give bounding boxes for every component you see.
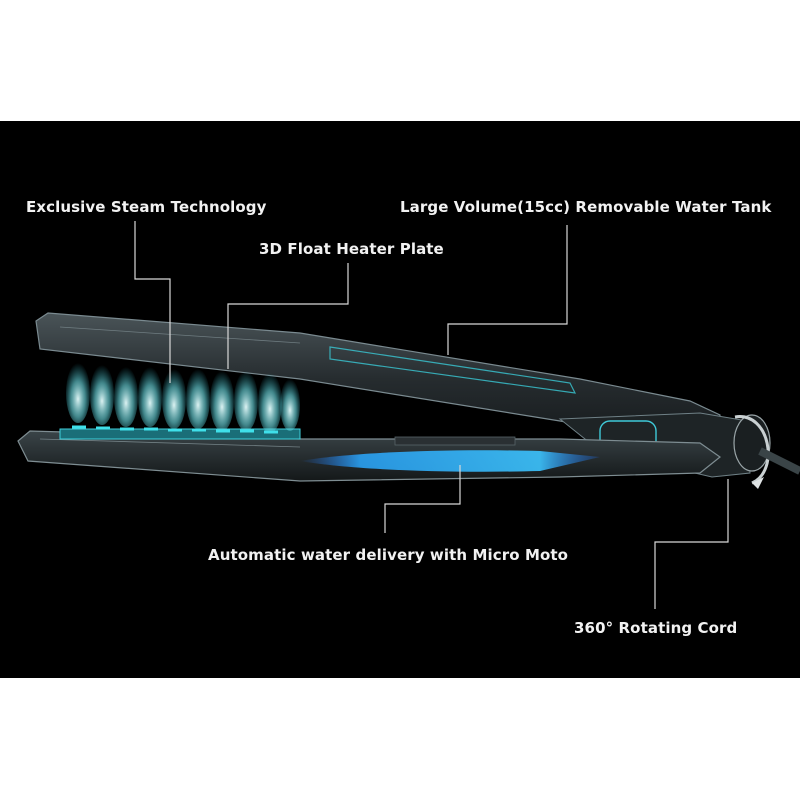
leader-lines [134, 221, 729, 609]
product-panel: Exclusive Steam Technology Large Volume(… [0, 121, 800, 678]
leader-cord [654, 479, 729, 609]
label-water-delivery: Automatic water delivery with Micro Moto [208, 546, 569, 564]
leader-tank [447, 225, 568, 355]
leader-plate [227, 263, 349, 369]
water-channel [300, 450, 600, 472]
label-steam-technology: Exclusive Steam Technology [26, 198, 267, 216]
label-heater-plate: 3D Float Heater Plate [259, 240, 444, 258]
leader-water [384, 465, 461, 533]
leader-steam [134, 221, 171, 383]
label-rotating-cord: 360° Rotating Cord [574, 619, 738, 637]
label-water-tank: Large Volume(15cc) Removable Water Tank [400, 198, 772, 216]
hair-straightener-illustration [17, 221, 800, 609]
steam-jets [66, 363, 300, 434]
